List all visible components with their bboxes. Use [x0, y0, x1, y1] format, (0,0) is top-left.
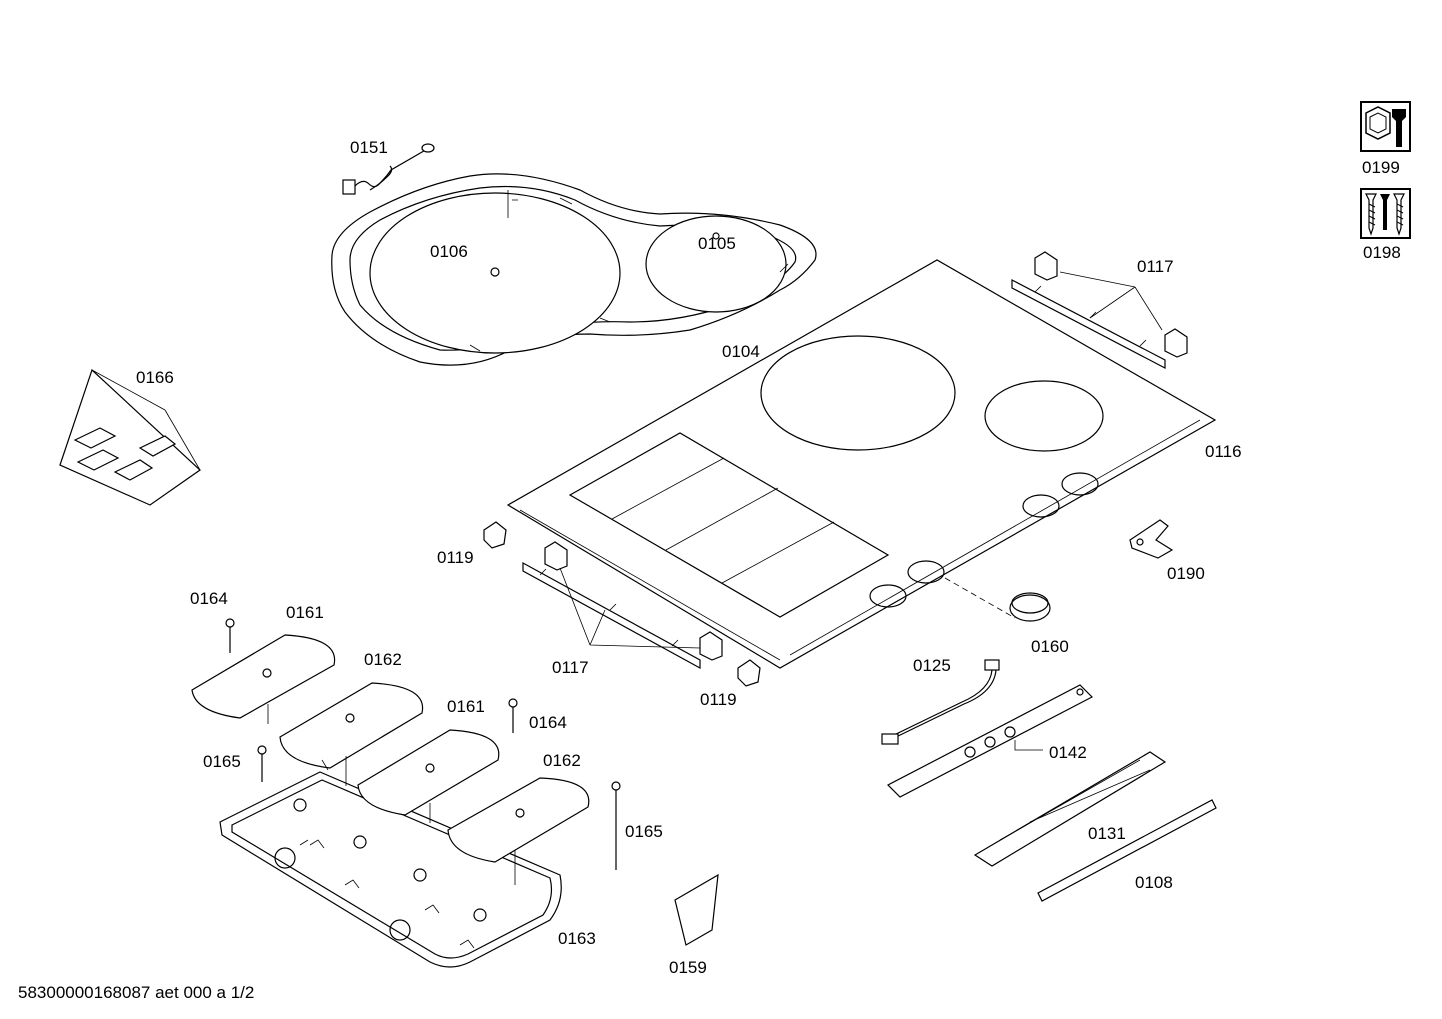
part-0151-sensor — [342, 143, 435, 195]
label-0160: 0160 — [1031, 637, 1069, 656]
part-0142-board — [886, 684, 1094, 798]
part-0164-pin-b — [508, 698, 518, 733]
part-0119-clip-b — [737, 659, 761, 687]
part-0119-clip-a — [483, 521, 507, 549]
part-0166-kit — [59, 368, 201, 506]
part-0117-rail-upper — [1011, 251, 1188, 369]
label-0161-a: 0161 — [286, 603, 324, 622]
document-footer-id: 58300000168087 aet 000 a 1/2 — [18, 983, 255, 1002]
screws-icon-graphic — [1365, 193, 1405, 236]
part-0125-cable — [881, 659, 1000, 745]
part-0165-pin-a — [257, 745, 267, 782]
part-0165-pin-b — [611, 781, 621, 870]
label-0125: 0125 — [913, 656, 951, 675]
part-0161-coil-b — [357, 729, 500, 823]
label-0165-b: 0165 — [625, 822, 663, 841]
label-0119-a: 0119 — [437, 548, 474, 567]
label-0104: 0104 — [722, 342, 760, 361]
label-0142: 0142 — [1049, 743, 1087, 762]
label-0108: 0108 — [1135, 873, 1173, 892]
label-0199: 0199 — [1362, 158, 1400, 177]
part-0161-coil-a — [191, 634, 336, 724]
label-0163: 0163 — [558, 929, 596, 948]
label-0119-b: 0119 — [700, 690, 737, 709]
leader-0142 — [1014, 740, 1043, 751]
label-0116: 0116 — [1205, 442, 1242, 461]
label-0162-b: 0162 — [543, 751, 581, 770]
label-0117-upper: 0117 — [1137, 257, 1174, 276]
label-0117-lower: 0117 — [552, 658, 589, 677]
part-0131-frame — [973, 751, 1167, 867]
label-0164-b: 0164 — [529, 713, 567, 732]
part-0162-coil-b — [447, 777, 590, 885]
label-0190: 0190 — [1167, 564, 1205, 583]
part-0108-strip — [1037, 799, 1217, 902]
label-0105: 0105 — [698, 234, 736, 253]
label-0164-a: 0164 — [190, 589, 228, 608]
part-0106-0105-carrier — [331, 173, 817, 366]
label-0165-a: 0165 — [203, 752, 241, 771]
part-0190-bracket — [1129, 519, 1174, 559]
part-0104-glass-top — [506, 259, 1217, 669]
label-0159: 0159 — [669, 958, 707, 977]
label-0162-a: 0162 — [364, 650, 402, 669]
wrench-nut-icon-graphic — [1365, 106, 1406, 147]
label-0166: 0166 — [136, 368, 174, 387]
part-0162-coil-a — [279, 682, 424, 786]
label-0131: 0131 — [1088, 824, 1126, 843]
label-0151: 0151 — [350, 138, 388, 157]
wrench-nut-icon — [1360, 101, 1411, 152]
label-0106: 0106 — [430, 242, 468, 261]
label-0198: 0198 — [1363, 243, 1401, 262]
part-0164-pin-a — [225, 618, 235, 653]
part-0160-knob — [1009, 592, 1051, 622]
part-0117-rail-lower — [522, 541, 723, 670]
part-0159-sheet — [674, 873, 719, 946]
screws-icon — [1360, 188, 1411, 239]
label-0161-b: 0161 — [447, 697, 485, 716]
part-0163-tray — [219, 771, 562, 968]
